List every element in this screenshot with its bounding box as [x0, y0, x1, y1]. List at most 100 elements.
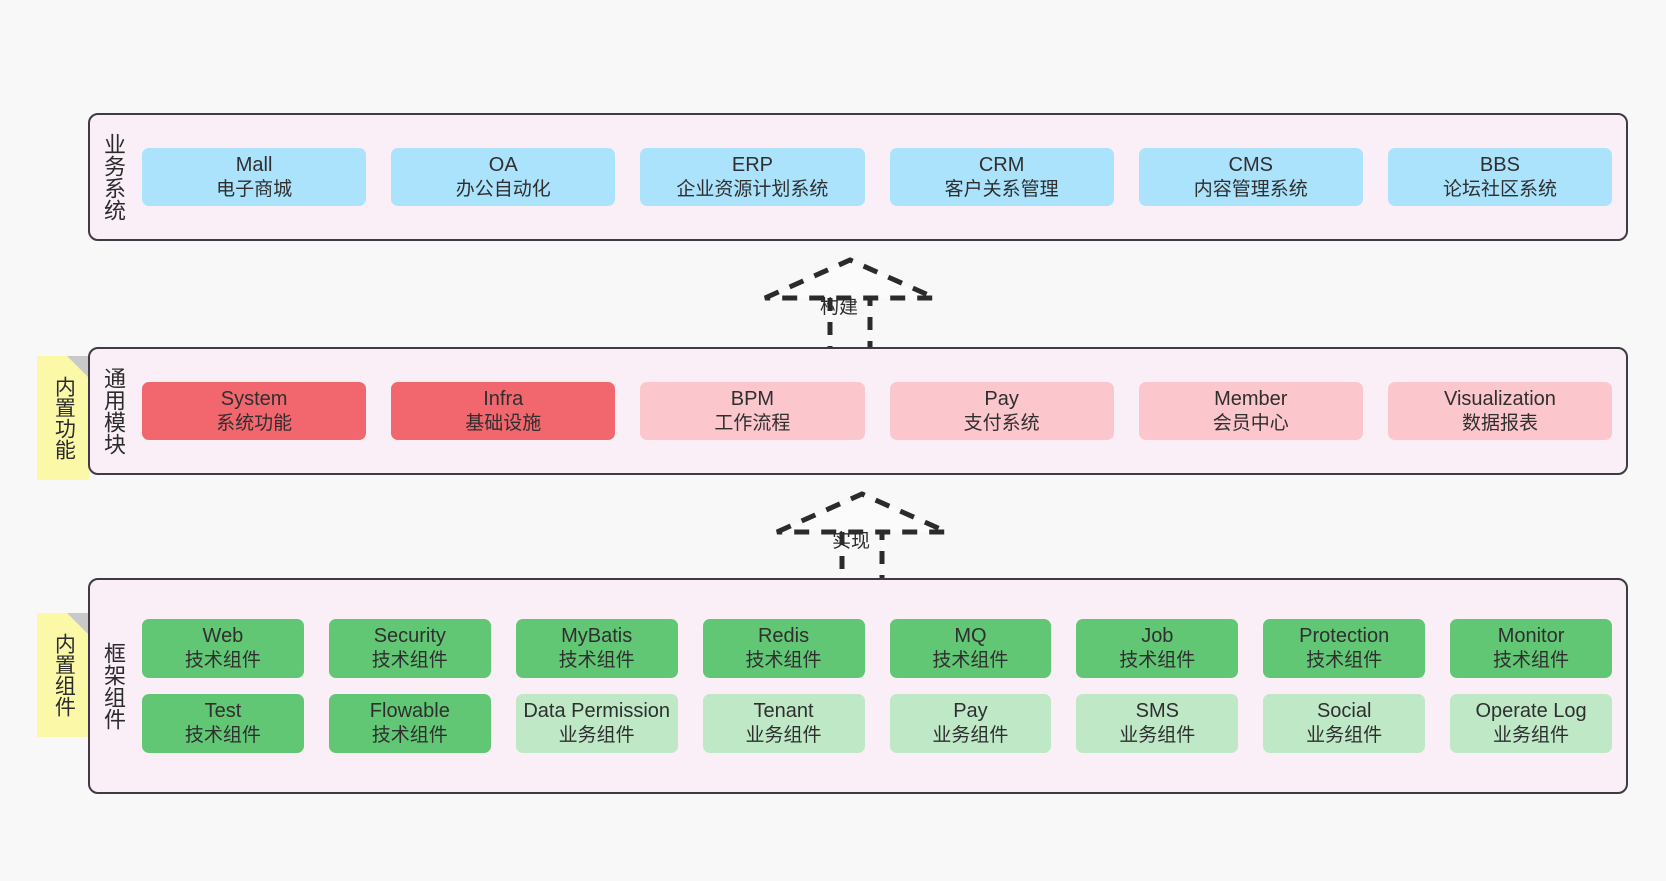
box-security-subtitle: 技术组件 [371, 650, 448, 672]
layer-common-module: 通用模块 System 系统功能 Infra 基础设施 BPM 工作流程 Pay… [88, 347, 1628, 475]
box-sms[interactable]: SMS 业务组件 [1076, 694, 1239, 753]
box-erp-subtitle: 企业资源计划系统 [676, 178, 829, 200]
box-test-subtitle: 技术组件 [184, 725, 261, 746]
box-job[interactable]: Job 技术组件 [1076, 619, 1239, 678]
framework-tech-row: Web 技术组件 Security 技术组件 MyBatis 技术组件 Redi… [142, 619, 1612, 678]
box-operate-log[interactable]: Operate Log 业务组件 [1450, 694, 1612, 753]
box-redis[interactable]: Redis 技术组件 [702, 619, 865, 678]
box-operate-log-subtitle: 业务组件 [1493, 725, 1570, 746]
box-visualization[interactable]: Visualization 数据报表 [1387, 381, 1613, 441]
note-builtin-component: 内置组件 [37, 613, 89, 737]
box-web[interactable]: Web 技术组件 [142, 619, 304, 678]
box-security-title: Security [373, 625, 446, 648]
box-infra-title: Infra [483, 387, 524, 410]
note-fold-corner-icon [67, 613, 89, 635]
box-bpm-subtitle: 工作流程 [714, 412, 791, 434]
layer-business-system-label: 业务系统 [100, 133, 126, 221]
connector-implement-label: 实现 [832, 531, 871, 552]
box-bpm[interactable]: BPM 工作流程 [640, 381, 865, 441]
box-monitor-subtitle: 技术组件 [1493, 650, 1570, 672]
note-fold-corner-icon [67, 356, 89, 378]
note-builtin-component-label: 内置组件 [52, 633, 76, 717]
box-mq-title: MQ [954, 625, 987, 648]
box-monitor[interactable]: Monitor 技术组件 [1450, 619, 1612, 678]
layer-framework-component-body: Web 技术组件 Security 技术组件 MyBatis 技术组件 Redi… [136, 580, 1626, 792]
box-test[interactable]: Test 技术组件 [142, 694, 304, 753]
box-protection-subtitle: 技术组件 [1306, 650, 1383, 672]
box-data-permission-subtitle: 业务组件 [558, 725, 635, 746]
box-data-permission-title: Data Permission [523, 700, 671, 722]
box-redis-subtitle: 技术组件 [745, 650, 822, 672]
box-bbs-title: BBS [1479, 153, 1520, 176]
box-cms[interactable]: CMS 内容管理系统 [1138, 147, 1363, 207]
box-visualization-subtitle: 数据报表 [1461, 412, 1538, 434]
box-erp[interactable]: ERP 企业资源计划系统 [640, 147, 865, 207]
box-pay-component[interactable]: Pay 业务组件 [889, 694, 1052, 753]
box-system-title: System [220, 387, 288, 410]
box-mybatis[interactable]: MyBatis 技术组件 [515, 619, 678, 678]
box-oa[interactable]: OA 办公自动化 [391, 147, 616, 207]
box-protection[interactable]: Protection 技术组件 [1263, 619, 1426, 678]
box-social-title: Social [1316, 700, 1372, 722]
box-cms-subtitle: 内容管理系统 [1193, 178, 1308, 200]
business-system-row: Mall 电子商城 OA 办公自动化 ERP 企业资源计划系统 CRM 客户关系… [142, 147, 1613, 207]
layer-framework-component: 框架组件 Web 技术组件 Security 技术组件 MyBatis 技术组件… [88, 578, 1628, 794]
note-builtin-function: 内置功能 [37, 356, 89, 480]
box-infra[interactable]: Infra 基础设施 [391, 381, 616, 441]
box-sms-subtitle: 业务组件 [1119, 725, 1196, 746]
box-mybatis-subtitle: 技术组件 [558, 650, 635, 672]
box-bbs-subtitle: 论坛社区系统 [1442, 178, 1557, 200]
box-pay-component-title: Pay [953, 700, 988, 722]
box-mall-title: Mall [235, 153, 273, 176]
box-crm-title: CRM [978, 153, 1025, 176]
box-data-permission[interactable]: Data Permission 业务组件 [515, 694, 678, 753]
box-member-subtitle: 会员中心 [1212, 412, 1289, 434]
box-job-title: Job [1141, 625, 1174, 648]
connector-implement: 实现 [772, 490, 952, 591]
box-system[interactable]: System 系统功能 [142, 381, 367, 441]
framework-business-row: Test 技术组件 Flowable 技术组件 Data Permission … [142, 694, 1612, 753]
box-social[interactable]: Social 业务组件 [1263, 694, 1426, 753]
box-protection-title: Protection [1299, 625, 1390, 648]
box-test-title: Test [204, 700, 242, 722]
box-crm-subtitle: 客户关系管理 [944, 178, 1059, 200]
box-redis-title: Redis [757, 625, 810, 648]
box-member-title: Member [1214, 387, 1288, 410]
box-mall-subtitle: 电子商城 [216, 178, 293, 200]
box-infra-subtitle: 基础设施 [465, 412, 542, 434]
box-mq[interactable]: MQ 技术组件 [889, 619, 1052, 678]
layer-business-system-body: Mall 电子商城 OA 办公自动化 ERP 企业资源计划系统 CRM 客户关系… [136, 115, 1626, 239]
box-crm[interactable]: CRM 客户关系管理 [889, 147, 1114, 207]
common-module-row: System 系统功能 Infra 基础设施 BPM 工作流程 Pay 支付系统… [142, 381, 1613, 441]
box-job-subtitle: 技术组件 [1119, 650, 1196, 672]
box-tenant[interactable]: Tenant 业务组件 [702, 694, 865, 753]
box-tenant-subtitle: 业务组件 [745, 725, 822, 746]
connector-build-label: 构建 [820, 297, 859, 318]
layer-framework-component-label: 框架组件 [100, 642, 126, 730]
box-oa-subtitle: 办公自动化 [455, 178, 551, 200]
connector-build: 构建 [760, 256, 940, 357]
box-cms-title: CMS [1228, 153, 1273, 176]
box-security[interactable]: Security 技术组件 [328, 619, 491, 678]
box-mq-subtitle: 技术组件 [932, 650, 1009, 672]
box-flowable-title: Flowable [369, 700, 450, 722]
box-operate-log-title: Operate Log [1475, 700, 1587, 722]
layer-common-module-body: System 系统功能 Infra 基础设施 BPM 工作流程 Pay 支付系统… [136, 349, 1626, 473]
box-pay-module[interactable]: Pay 支付系统 [889, 381, 1114, 441]
box-visualization-title: Visualization [1443, 387, 1556, 410]
layer-common-module-label: 通用模块 [100, 367, 126, 455]
box-pay-module-title: Pay [984, 387, 1019, 410]
box-mall[interactable]: Mall 电子商城 [142, 147, 367, 207]
box-web-title: Web [202, 625, 244, 648]
box-flowable[interactable]: Flowable 技术组件 [328, 694, 491, 753]
box-social-subtitle: 业务组件 [1306, 725, 1383, 746]
box-system-subtitle: 系统功能 [216, 412, 293, 434]
box-flowable-subtitle: 技术组件 [371, 725, 448, 746]
box-tenant-title: Tenant [753, 700, 814, 722]
box-sms-title: SMS [1135, 700, 1179, 722]
box-member[interactable]: Member 会员中心 [1138, 381, 1363, 441]
box-pay-component-subtitle: 业务组件 [932, 725, 1009, 746]
box-bbs[interactable]: BBS 论坛社区系统 [1387, 147, 1613, 207]
box-bpm-title: BPM [730, 387, 775, 410]
